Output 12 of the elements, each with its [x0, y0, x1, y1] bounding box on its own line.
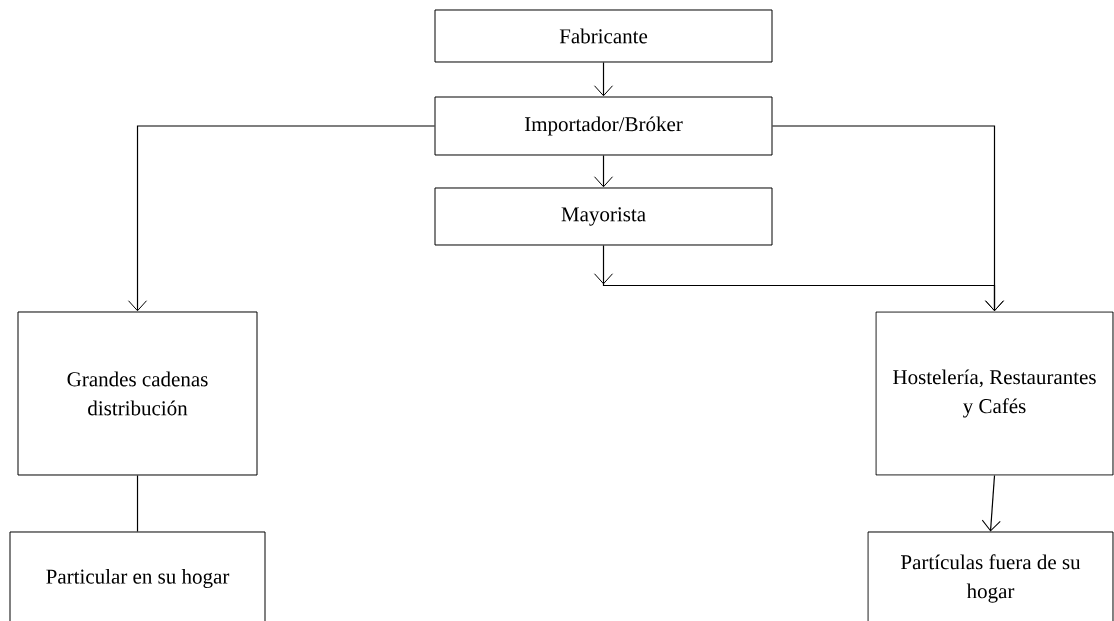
- process-box: Particular en su hogar: [9, 531, 266, 621]
- process-box: Grandes cadenas distribución: [17, 311, 258, 476]
- process-box: Hostelería, Restaurantes y Cafés: [875, 311, 1114, 476]
- arrow: [594, 154, 613, 188]
- process-box: Importador/Bróker: [434, 96, 773, 156]
- process-box: Fabricante: [434, 9, 773, 63]
- arrow: [594, 244, 1004, 312]
- arrow: [981, 474, 1001, 532]
- arrow: [594, 61, 613, 97]
- process-box: Partículas fuera de su hogar: [867, 531, 1114, 621]
- process-box: Mayorista: [434, 187, 773, 246]
- arrow: [128, 125, 436, 312]
